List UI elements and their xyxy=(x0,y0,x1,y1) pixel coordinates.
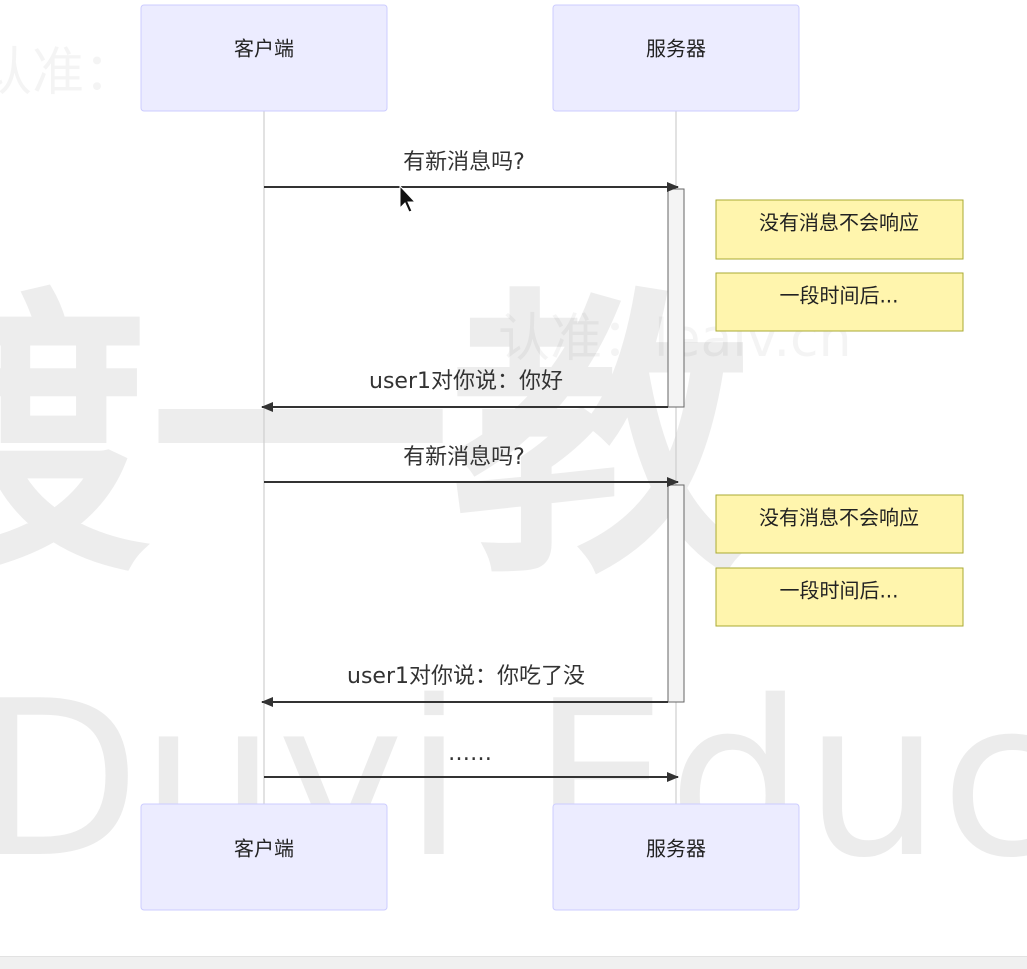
actor-client-label: 客户端 xyxy=(234,837,294,861)
actor-server-bottom: 服务器 xyxy=(552,803,800,911)
actor-client-top: 客户端 xyxy=(140,4,388,112)
actor-server-label: 服务器 xyxy=(646,37,706,61)
actor-client-label: 客户端 xyxy=(234,37,294,61)
message-label: user1对你说：你好 xyxy=(369,369,563,394)
actor-server-label: 服务器 xyxy=(646,837,706,861)
message-label: 有新消息吗? xyxy=(403,150,525,175)
note: 没有消息不会响应 xyxy=(715,199,964,260)
bottom-bar xyxy=(0,956,1027,969)
message-label: user1对你说：你吃了没 xyxy=(347,664,585,689)
note-text: 一段时间后... xyxy=(779,284,898,308)
note: 一段时间后... xyxy=(715,567,964,627)
note: 一段时间后... xyxy=(715,272,964,332)
message-label: 有新消息吗? xyxy=(403,445,525,470)
note: 没有消息不会响应 xyxy=(715,494,964,554)
activation-bar xyxy=(667,484,685,703)
mouse-cursor-icon xyxy=(399,184,417,213)
note-text: 一段时间后... xyxy=(779,579,898,603)
actor-server-top: 服务器 xyxy=(552,4,800,112)
note-text: 没有消息不会响应 xyxy=(759,211,919,235)
message-label: …… xyxy=(448,741,492,766)
activation-bar xyxy=(667,188,685,408)
note-text: 没有消息不会响应 xyxy=(759,506,919,530)
actor-client-bottom: 客户端 xyxy=(140,803,388,911)
